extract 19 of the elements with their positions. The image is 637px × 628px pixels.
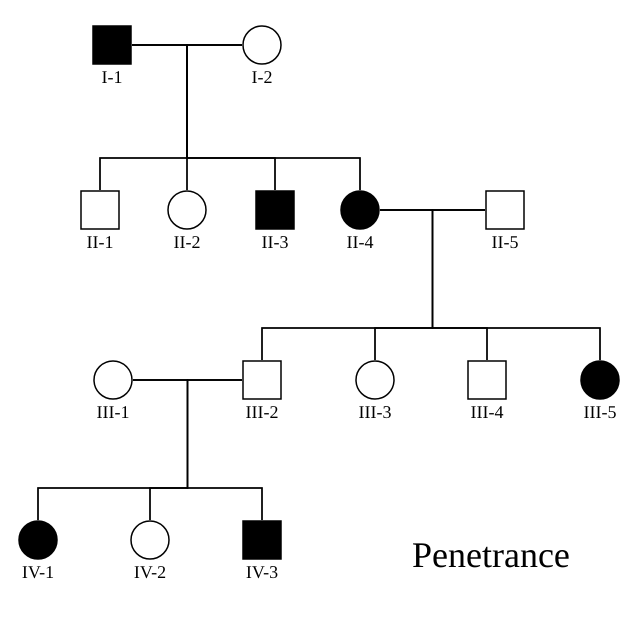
individual-label: III-3 bbox=[358, 401, 392, 423]
individual-label: IV-1 bbox=[20, 561, 56, 583]
individual-label: III-5 bbox=[582, 401, 618, 423]
individual-label: II-1 bbox=[86, 231, 114, 253]
individual-label: III-4 bbox=[470, 401, 504, 423]
individual-label: II-4 bbox=[346, 231, 374, 253]
individual-label: I-1 bbox=[100, 66, 124, 88]
individual-label: IV-2 bbox=[132, 561, 168, 583]
pedigree-line bbox=[186, 379, 263, 520]
individual-label: II-5 bbox=[490, 231, 520, 253]
individual-label: III-1 bbox=[96, 401, 130, 423]
individual-label: III-2 bbox=[244, 401, 280, 423]
individual-label: II-2 bbox=[172, 231, 202, 253]
pedigree-line bbox=[432, 209, 601, 360]
individual-label: II-3 bbox=[260, 231, 290, 253]
individual-label: I-2 bbox=[250, 66, 274, 88]
pedigree-line bbox=[186, 44, 361, 190]
note-text: Penetrance bbox=[412, 535, 570, 575]
individual-label: IV-3 bbox=[244, 561, 280, 583]
